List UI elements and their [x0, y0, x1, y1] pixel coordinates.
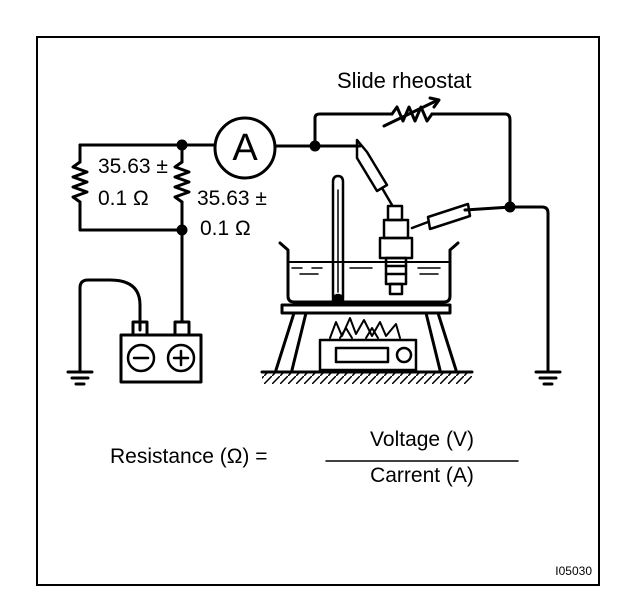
ammeter-label: A	[232, 127, 258, 169]
wire-top-left	[78, 143, 184, 149]
resistor-left-unit: 0.1 Ω	[98, 187, 149, 210]
wire-left-loop	[78, 143, 184, 232]
formula-fraction: Voltage (V) Carrent (A)	[326, 428, 518, 488]
water-bath	[278, 241, 460, 304]
burner-icon	[318, 338, 418, 372]
burner-flames-icon	[329, 317, 401, 339]
ground-right-icon	[534, 370, 562, 386]
rheostat-arrow	[382, 96, 441, 128]
formula-numerator: Voltage (V)	[370, 428, 474, 451]
ground-hatch	[260, 370, 474, 384]
resistor-right-value: 35.63 ±	[197, 187, 267, 210]
wire-to-ground-right	[508, 205, 550, 374]
resistor-right-zigzag	[173, 160, 191, 204]
thermometer	[331, 174, 345, 307]
diagram-frame	[36, 36, 600, 586]
formula-lhs: Resistance (Ω) =	[110, 445, 268, 468]
formula-denominator: Carrent (A)	[370, 464, 474, 487]
probe-lead-left	[355, 138, 394, 207]
figure-code: I05030	[555, 564, 592, 578]
resistor-left-value: 35.63 ±	[98, 155, 168, 178]
probe-lead-right	[410, 202, 512, 231]
resistor-right-unit: 0.1 Ω	[200, 217, 251, 240]
ground-left-icon	[66, 370, 94, 386]
slide-rheostat-label: Slide rheostat	[337, 68, 472, 93]
ammeter-circle	[213, 116, 277, 180]
wire-rheostat-right	[430, 112, 512, 209]
resistor-left-zigzag	[71, 160, 89, 204]
battery-icon	[119, 320, 203, 384]
sensor-body	[378, 204, 414, 296]
wire-to-rheostat	[313, 112, 394, 148]
stand	[274, 303, 458, 372]
wire-battery-negative	[78, 278, 142, 374]
